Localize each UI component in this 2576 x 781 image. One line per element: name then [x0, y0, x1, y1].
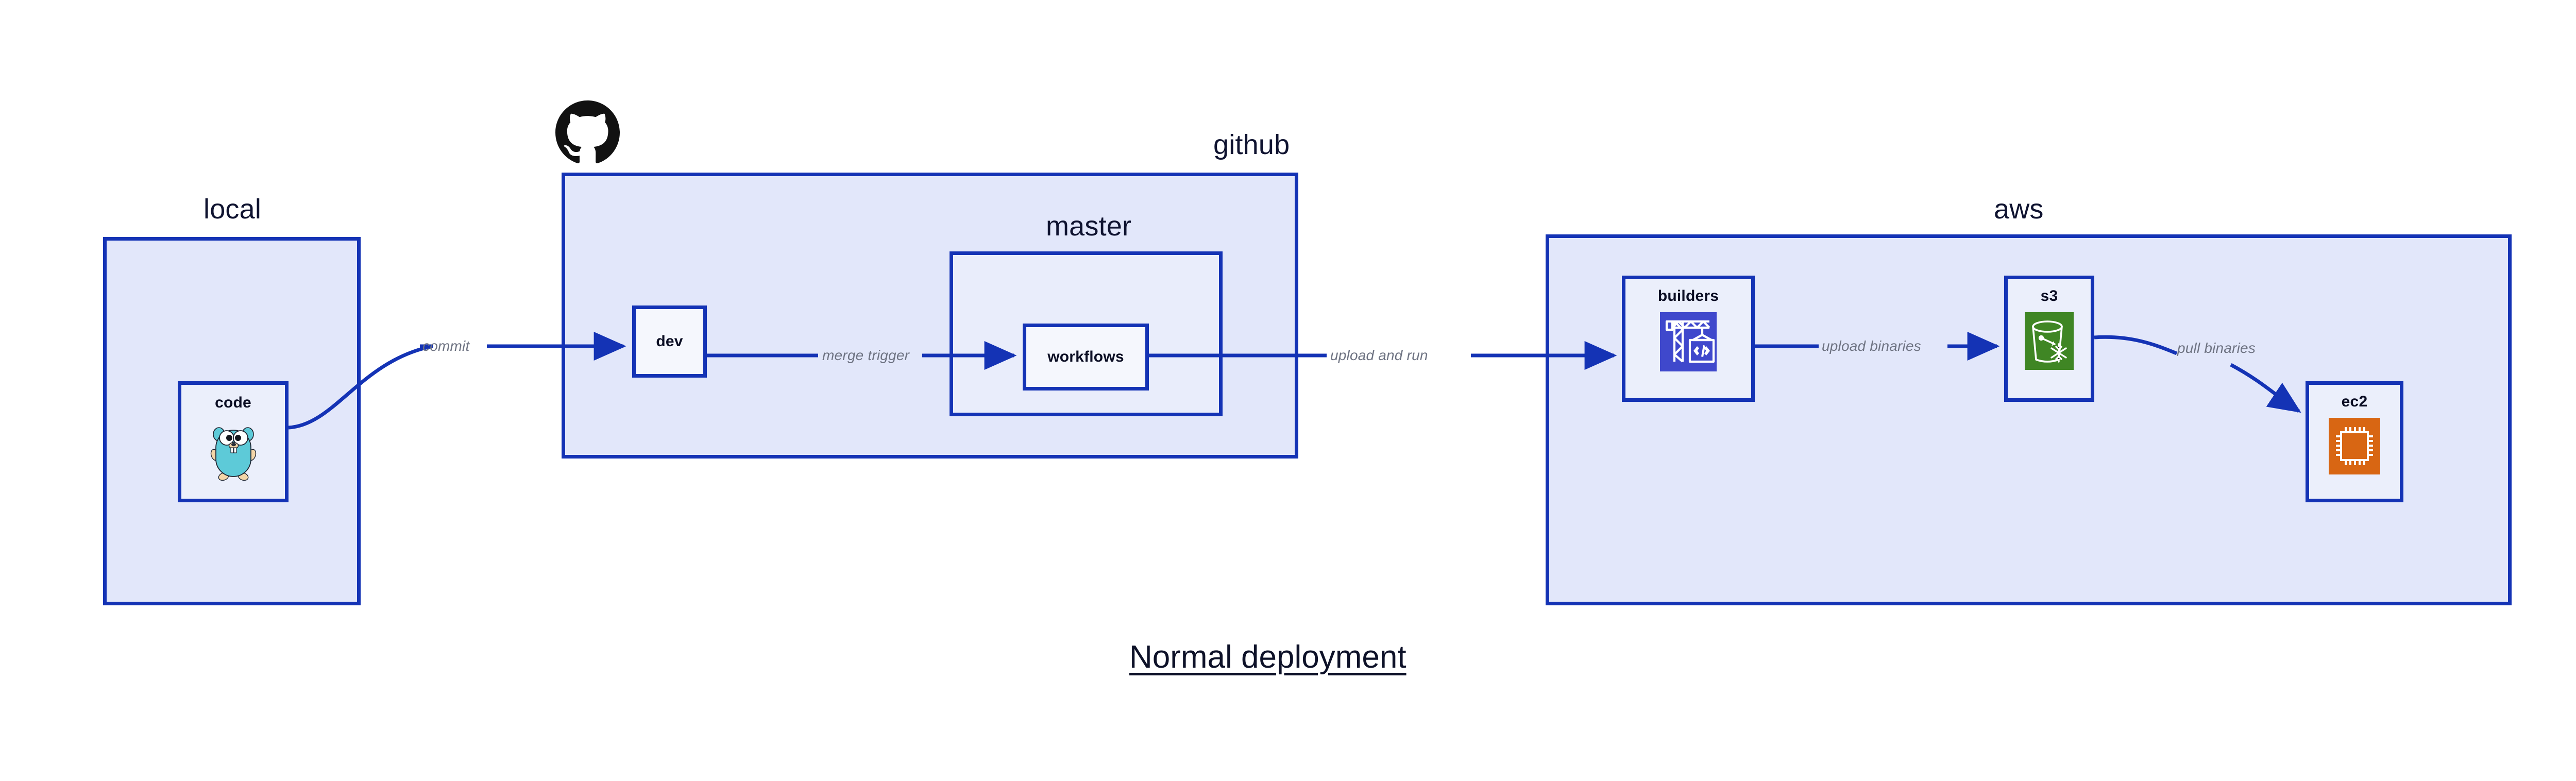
- edge-label-pull-binaries: pull binaries: [2177, 340, 2256, 356]
- edge-label-merge-trigger: merge trigger: [822, 347, 910, 363]
- edge-label-commit: commit: [422, 338, 470, 354]
- node-s3-label: s3: [2040, 287, 2058, 304]
- node-builders-label: builders: [1657, 287, 1719, 304]
- zone-github-label: github: [1213, 129, 1290, 160]
- subzone-master-label: master: [1046, 211, 1132, 242]
- zone-aws-label: aws: [1994, 194, 2044, 225]
- edge-label-upload-and-run: upload and run: [1330, 347, 1428, 363]
- node-s3[interactable]: s3: [2004, 276, 2094, 402]
- node-builders[interactable]: builders: [1622, 276, 1755, 402]
- aws-s3-glacier-icon: [2025, 312, 2074, 372]
- edge-label-upload-binaries: upload binaries: [1822, 338, 1921, 354]
- node-dev[interactable]: dev: [632, 305, 707, 378]
- aws-ec2-icon: [2329, 418, 2380, 477]
- node-dev-label: dev: [656, 333, 683, 350]
- node-workflows-label: workflows: [1047, 348, 1124, 365]
- diagram-title: Normal deployment: [1129, 639, 1406, 675]
- node-ec2-label: ec2: [2341, 393, 2368, 410]
- node-code[interactable]: code: [178, 381, 289, 502]
- aws-codebuild-icon: [1660, 312, 1717, 374]
- github-octocat-icon: [555, 100, 620, 167]
- node-ec2[interactable]: ec2: [2306, 381, 2403, 502]
- node-workflows[interactable]: workflows: [1023, 324, 1149, 390]
- node-code-label: code: [215, 394, 251, 411]
- zone-local-label: local: [204, 194, 262, 225]
- go-gopher-icon: [209, 419, 258, 483]
